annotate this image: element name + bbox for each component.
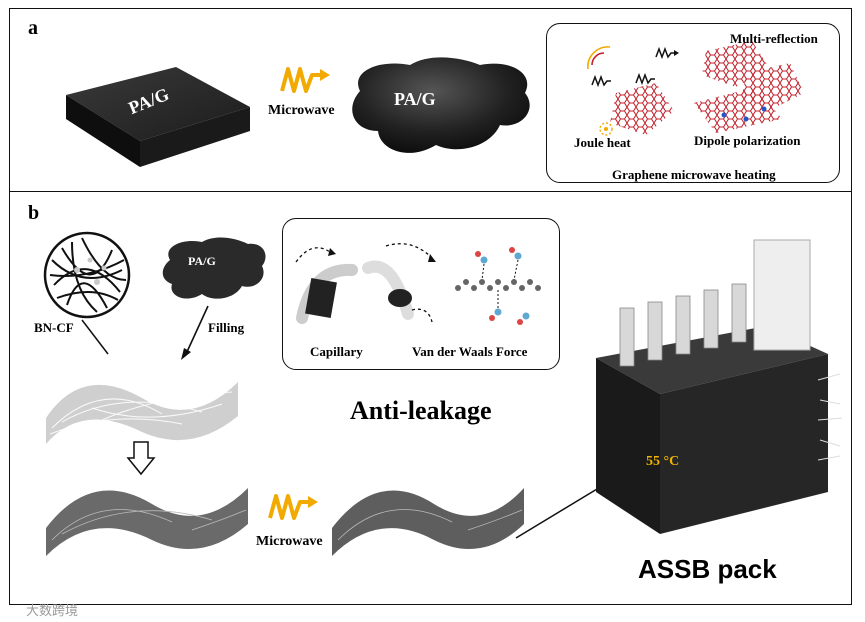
melt-text: PA/G [394,89,436,109]
melted-pag [352,57,530,153]
joule-heat-label: Joule heat [574,135,631,150]
small-melt-text: PA/G [188,254,216,268]
mechanism-box [546,23,840,183]
filling-arrow [181,305,209,360]
assb-pack [596,239,843,534]
composite-mat-2 [332,488,524,556]
antileak-mechanism-illustration [295,243,541,325]
microwave-icon [280,67,330,93]
down-arrow [126,441,156,476]
composite-mat-1 [46,488,248,556]
microwave-label-b: Microwave [256,534,323,549]
bncf-fiber-circle [43,231,131,319]
capillary-label: Capillary [310,344,363,359]
panel-a-label: a [28,17,38,39]
graphene-mechanism-illustration [587,41,804,136]
antileak-mechanism-box [282,218,560,370]
panel-a: a PA/G Microwave PA/G [9,8,852,192]
watermark: 大数跨境 [26,604,79,619]
pack-connector-line [515,485,603,539]
antileak-label: Anti-leakage [350,396,492,425]
panel-b: b BN-CF PA/G Filling [9,191,852,605]
mechanism-caption: Graphene microwave heating [612,167,776,182]
temperature-label: 55 °C [646,454,680,469]
pack-label: ASSB pack [638,554,777,584]
filling-label: Filling [208,320,245,335]
bncf-mat [46,382,238,444]
panel-b-label: b [28,202,40,224]
pag-block [66,67,250,167]
bncf-pointer-line [81,319,109,355]
dipole-polarization-label: Dipole polarization [694,133,801,148]
small-melt-pag [162,237,266,299]
microwave-label: Microwave [268,103,335,118]
vdw-label: Van der Waals Force [412,344,528,359]
bncf-label: BN-CF [34,320,74,335]
multi-reflection-label: Multi-reflection [730,31,818,46]
microwave-icon-b [268,494,318,520]
